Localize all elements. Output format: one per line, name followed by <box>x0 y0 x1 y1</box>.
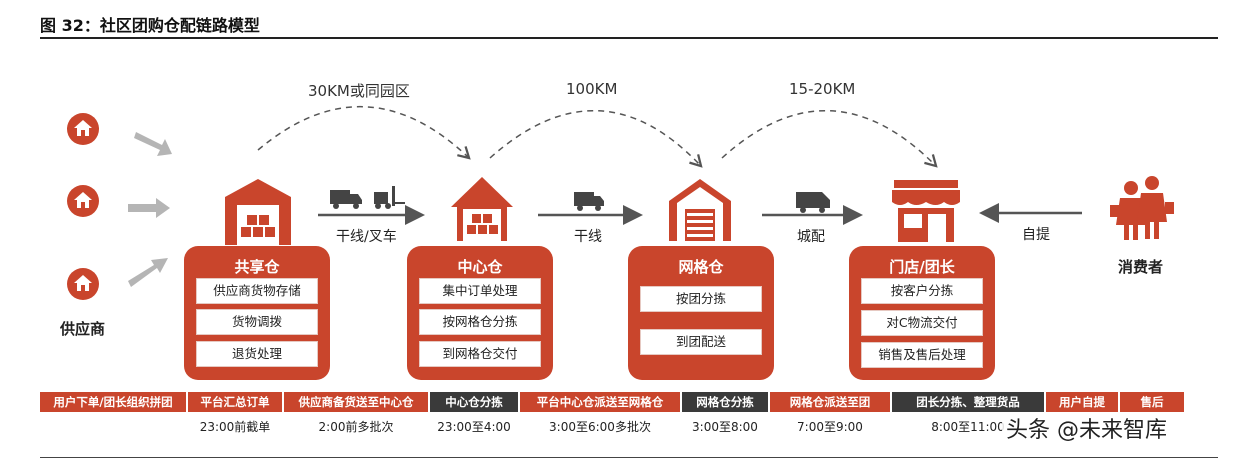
node-store-leader: 门店/团长 按客户分拣 对C物流交付 销售及售后处理 <box>849 246 995 380</box>
timeline-step: 用户自提 <box>1046 392 1118 412</box>
node-item: 对C物流交付 <box>861 310 983 336</box>
store-icon <box>892 180 960 242</box>
timeline-time: 2:00前多批次 <box>318 420 394 434</box>
supplier-arrow-1 <box>134 132 172 156</box>
consumer-icon <box>1110 176 1174 240</box>
node-item: 按客户分拣 <box>861 278 983 304</box>
timeline-step: 用户下单/团长组织拼团 <box>40 392 186 412</box>
timeline-step: 售后 <box>1120 392 1184 412</box>
distance-label-1: 30KM或同园区 <box>308 82 410 100</box>
timeline-step: 中心仓分拣 <box>430 392 518 412</box>
timeline-step: 平台汇总订单 <box>188 392 282 412</box>
node-title: 门店/团长 <box>889 258 955 276</box>
truck-icon-2 <box>574 192 604 211</box>
forklift-icon <box>374 186 405 209</box>
node-item: 货物调拨 <box>196 309 318 335</box>
shared-warehouse-icon <box>225 179 291 245</box>
truck-icon <box>330 190 362 209</box>
supplier-arrow-2 <box>128 198 170 218</box>
node-item: 销售及售后处理 <box>861 342 983 368</box>
node-shared-warehouse: 共享仓 供应商货物存储 货物调拨 退货处理 <box>184 246 330 380</box>
node-item: 供应商货物存储 <box>196 278 318 304</box>
timeline-time: 7:00至9:00 <box>797 420 863 434</box>
supplier-arrow-3 <box>128 258 168 287</box>
node-grid-warehouse: 网格仓 按团分拣 到团配送 <box>628 246 774 380</box>
timeline-time: 3:00至8:00 <box>692 420 758 434</box>
node-title: 共享仓 <box>234 258 280 276</box>
title-rule <box>40 37 1218 39</box>
arc-1 <box>257 105 471 160</box>
node-item: 按团分拣 <box>640 286 762 312</box>
link-label-trunk-forklift: 干线/叉车 <box>336 229 397 245</box>
arc-3 <box>721 109 938 168</box>
timeline-step: 团长分拣、整理货品 <box>892 392 1044 412</box>
timeline-time: 23:00至4:00 <box>437 420 511 434</box>
center-warehouse-icon <box>451 177 513 241</box>
distance-label-3: 15-20KM <box>789 80 856 98</box>
node-title: 网格仓 <box>678 258 724 276</box>
watermark: 头条 @未来智库 <box>1002 412 1171 444</box>
timeline-time: 3:00至6:00多批次 <box>549 420 651 434</box>
timeline-time: 8:00至11:00 <box>931 420 1005 434</box>
figure-title: 图 32：社区团购仓配链路模型 <box>40 16 260 35</box>
link-label-pickup: 自提 <box>1022 227 1050 243</box>
bottom-rule <box>40 457 1218 458</box>
node-item: 到网格仓交付 <box>419 341 541 367</box>
link-label-city: 城配 <box>797 229 825 245</box>
timeline-step: 网格仓派送至团 <box>770 392 890 412</box>
timeline-time: 23:00前截单 <box>199 420 271 434</box>
node-center-warehouse: 中心仓 集中订单处理 按网格仓分拣 到网格仓交付 <box>407 246 553 380</box>
van-icon <box>796 192 830 213</box>
supplier-home-icon <box>67 185 99 217</box>
node-title: 中心仓 <box>457 258 503 276</box>
supplier-home-icon <box>67 113 99 145</box>
supplier-label: 供应商 <box>60 320 106 338</box>
link-label-trunk: 干线 <box>574 229 602 245</box>
supplier-home-icon <box>67 268 99 300</box>
node-item: 按网格仓分拣 <box>419 309 541 335</box>
node-item: 到团配送 <box>640 329 762 355</box>
consumer-label: 消费者 <box>1118 258 1164 276</box>
node-item: 退货处理 <box>196 341 318 367</box>
timeline-step: 平台中心仓派送至网格仓 <box>520 392 680 412</box>
timeline-step: 供应商备货送至中心仓 <box>284 392 428 412</box>
arc-2 <box>489 109 703 168</box>
grid-warehouse-icon <box>669 179 731 241</box>
node-item: 集中订单处理 <box>419 278 541 304</box>
timeline-step: 网格仓分拣 <box>682 392 768 412</box>
distance-label-2: 100KM <box>566 80 618 98</box>
